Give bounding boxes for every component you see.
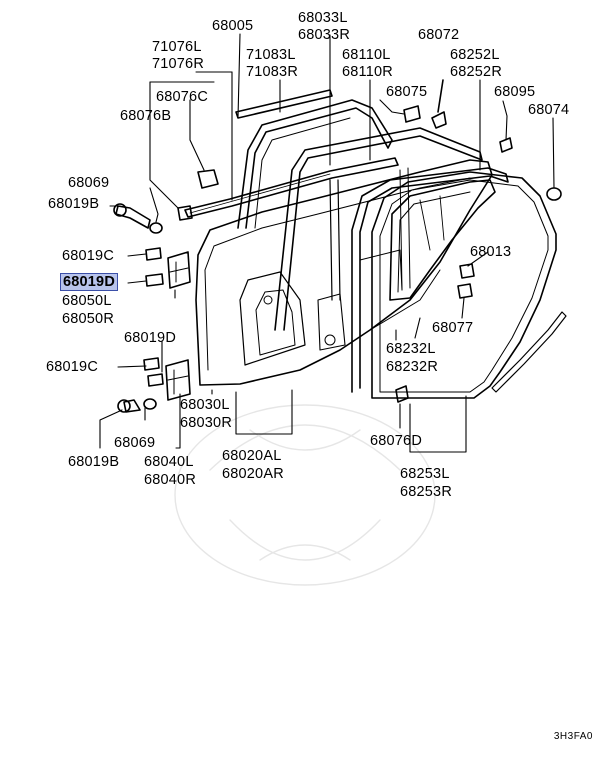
label-68110L: 68110L xyxy=(342,47,391,63)
clip-68076C xyxy=(198,170,218,188)
label-68019B-top: 68019B xyxy=(48,196,100,212)
label-68019C-mid: 68019C xyxy=(46,359,98,375)
label-71083L: 71083L xyxy=(246,47,296,63)
hinge-lower-68040 xyxy=(166,360,190,400)
weatherstrip-71076 xyxy=(185,158,398,217)
label-68076C: 68076C xyxy=(156,89,208,105)
door-panel-68030 xyxy=(196,160,492,385)
label-68076B: 68076B xyxy=(120,108,172,124)
clip-68076D xyxy=(396,386,408,402)
label-68110R: 68110R xyxy=(342,64,393,80)
bolt-68019B-bot xyxy=(124,400,140,412)
bolt-68019C-top xyxy=(146,248,161,260)
label-68030L: 68030L xyxy=(180,397,230,413)
label-68252L: 68252L xyxy=(450,47,500,63)
label-68076D: 68076D xyxy=(370,433,422,449)
strip-68074 xyxy=(492,312,566,392)
bolt-68019B-top xyxy=(116,206,150,228)
label-68095: 68095 xyxy=(494,84,536,100)
label-68030R: 68030R xyxy=(180,415,232,431)
label-68253L: 68253L xyxy=(400,466,450,482)
window-68252 xyxy=(390,180,495,300)
label-68040R: 68040R xyxy=(144,472,196,488)
label-68075: 68075 xyxy=(386,84,428,100)
watermark-emblem xyxy=(175,405,435,585)
grommet-68074 xyxy=(547,188,561,200)
weatherstrip-68253 xyxy=(372,172,556,398)
label-68040L: 68040L xyxy=(144,454,194,470)
hinge-upper-68050 xyxy=(168,252,190,288)
label-68253R: 68253R xyxy=(400,484,452,500)
label-68069-top: 68069 xyxy=(68,175,110,191)
bolt-68019C-mid xyxy=(144,358,159,370)
label-68019C-top: 68019C xyxy=(62,248,114,264)
label-71076L: 71076L xyxy=(152,39,202,55)
door-inner-panel xyxy=(240,272,305,365)
label-68020AL: 68020AL xyxy=(222,448,282,464)
strip-71083 xyxy=(236,90,332,118)
label-68232R: 68232R xyxy=(386,359,438,375)
label-68050R: 68050R xyxy=(62,311,114,327)
label-68252R: 68252R xyxy=(450,64,502,80)
frame-seal-68232 xyxy=(352,168,508,392)
label-68074: 68074 xyxy=(528,102,570,118)
label-68050L: 68050L xyxy=(62,293,112,309)
clip-68076B xyxy=(178,206,192,220)
clip-68013 xyxy=(460,264,474,278)
bolt-68019D-mid xyxy=(148,374,163,386)
screw-68072 xyxy=(432,112,446,128)
channel-68033 xyxy=(238,100,392,228)
clip-68077 xyxy=(458,284,472,298)
label-68072: 68072 xyxy=(418,27,460,43)
label-71076R: 71076R xyxy=(152,56,204,72)
label-68019B-bot: 68019B xyxy=(68,454,120,470)
glass-run-68110 xyxy=(275,128,482,330)
screw-68095 xyxy=(500,138,512,152)
label-68033L: 68033L xyxy=(298,10,348,26)
label-68077: 68077 xyxy=(432,320,474,336)
label-68069-bot: 68069 xyxy=(114,435,156,451)
label-68232L: 68232L xyxy=(386,341,436,357)
bolt-68019D-top xyxy=(146,274,163,286)
label-71083R: 71083R xyxy=(246,64,298,80)
label-68005: 68005 xyxy=(212,18,254,34)
washer-68069-bot xyxy=(144,399,156,409)
label-68020AR: 68020AR xyxy=(222,466,284,482)
label-68033R: 68033R xyxy=(298,27,350,43)
label-68019D-highlighted[interactable]: 68019D xyxy=(60,273,118,291)
label-68013: 68013 xyxy=(470,244,512,260)
clip-68075 xyxy=(404,106,420,122)
diagram-code: 3H3FA0 xyxy=(553,731,593,742)
label-68019D-mid: 68019D xyxy=(124,330,176,346)
washer-68069-top xyxy=(150,223,162,233)
leader-lines xyxy=(100,34,554,452)
